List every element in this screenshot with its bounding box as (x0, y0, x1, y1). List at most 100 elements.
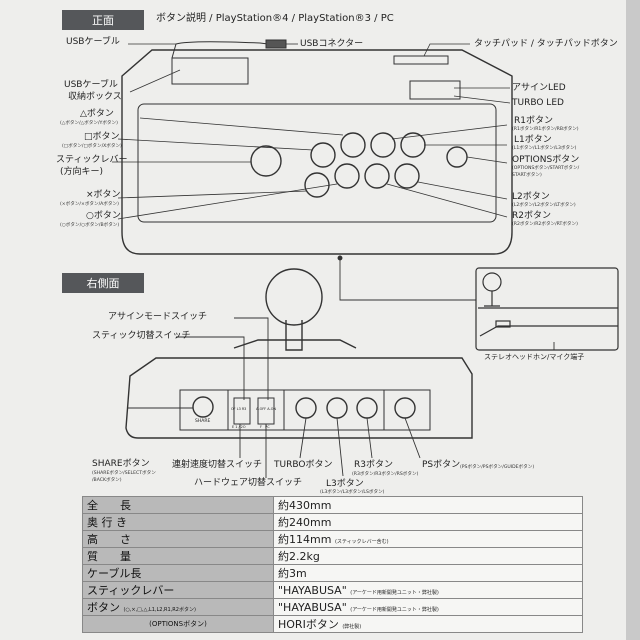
l3-sub-label: (L3ボタン/L3ボタン/LSボタン) (320, 490, 385, 495)
usb-connector-label: USBコネクター (300, 39, 364, 49)
spec-value: HORIボタン (弊社製) (273, 615, 583, 633)
headphone-inset (475, 267, 619, 351)
cable-box (171, 57, 249, 85)
spec-value-text: "HAYABUSA" (278, 583, 347, 597)
spec-label-text: ケーブル長 (87, 567, 142, 580)
touchpad-label: タッチパッド / タッチパッドボタン (474, 39, 618, 49)
hardware-switch-label: ハードウェア切替スイッチ (194, 478, 303, 488)
speed-switch-bottom-label: E 1 / 2O (232, 425, 246, 429)
share-sub-label-2: /BACKボタン) (92, 478, 122, 483)
triangle-sub-label: (△ボタン/△ボタン/Yボタン) (60, 121, 118, 126)
spec-value: 約3m (273, 564, 583, 582)
cable-box-label-2: 収納ボックス (68, 92, 122, 102)
hardware-switch-bottom-label: F PC (260, 425, 270, 429)
spec-value-text: 約240mm (278, 516, 332, 529)
square-label: □ボタン (84, 132, 120, 142)
cable-box-label-1: USBケーブル (64, 80, 118, 90)
stick-label-1: スティックレバー (56, 155, 128, 165)
l1-label: L1ボタン (514, 135, 552, 145)
table-row: 高 さ 約114mm (スティックレバー含む) (82, 530, 583, 548)
hardware-switch-top-label: A-OFF A-ON (256, 407, 276, 411)
r2-sub-label: (R2ボタン/R2ボタン/RTボタン) (512, 222, 578, 227)
ps-button (394, 397, 416, 419)
subtitle: ボタン説明 / PlayStation®4 / PlayStation®3 / … (156, 13, 394, 24)
triangle-button (340, 132, 366, 158)
l2-sub-label: (L2ボタン/L2ボタン/LTボタン) (512, 203, 576, 208)
spec-note: (弊社製) (342, 624, 362, 630)
options-sub-label-1: (OPTIONSボタン/STARTボタン/ (512, 166, 580, 171)
inset-stick-ball (482, 272, 502, 292)
spec-label-text: 奥 行 き (87, 516, 127, 529)
front-panel (137, 103, 497, 223)
spec-note: (アーケード用新開発ユニット・弊社製) (350, 606, 439, 613)
ps-sub-label: (PSボタン/PSボタン/GUIDEボタン) (460, 465, 535, 470)
stick-lever-top (250, 145, 282, 177)
options-button (446, 146, 468, 168)
turbo-label: TURBOボタン (274, 460, 333, 470)
spec-label-text: 全 長 (87, 499, 131, 512)
r1-button (370, 132, 396, 158)
front-body-outline (121, 49, 513, 255)
usb-connector (265, 39, 287, 49)
ps-label: PSボタン (422, 460, 461, 470)
side-top-deck (233, 339, 357, 349)
triangle-label: △ボタン (80, 109, 114, 119)
side-body-outline (125, 357, 473, 439)
speed-switch-top-label: OF L3 R3 (231, 407, 247, 411)
share-sub-label-1: (SHAREボタン/SELECTボタン (92, 471, 156, 476)
spec-label-text: スティックレバー (87, 584, 175, 597)
spec-label: 高 さ (82, 530, 274, 548)
spec-label-text: (OPTIONSボタン) (149, 620, 207, 628)
spec-label: ボタン (○,×,□,△,L1,L2,R1,R2ボタン) (82, 598, 274, 616)
page-edge (626, 0, 640, 640)
spec-value-text: HORIボタン (278, 618, 339, 631)
r3-label: R3ボタン (354, 460, 393, 470)
table-row: 質 量 約2.2kg (82, 547, 583, 565)
usb-cable (171, 41, 269, 59)
spec-value-text: 約430mm (278, 499, 332, 512)
spec-label: 奥 行 き (82, 513, 274, 531)
led-panel (409, 80, 461, 100)
table-row: 奥 行 き 約240mm (82, 513, 583, 531)
l2-button (394, 163, 420, 189)
spec-value: "HAYABUSA" (アーケード用新開発ユニット・弊社製) (273, 581, 583, 599)
spec-label-note: (○,×,□,△,L1,L2,R1,R2ボタン) (123, 607, 196, 613)
spec-note: (アーケード用新開発ユニット・弊社製) (350, 589, 439, 596)
side-view-tab: 右側面 (62, 273, 144, 293)
spec-value-text: 約114mm (278, 533, 332, 546)
stick-label-2: (方向キー) (60, 167, 104, 177)
spec-value: 約240mm (273, 513, 583, 531)
circle-sub-label: (○ボタン/○ボタン/Bボタン) (60, 223, 120, 228)
table-row: ケーブル長 約3m (82, 564, 583, 582)
share-panel-label: SHARE (195, 419, 211, 424)
cross-button (304, 172, 330, 198)
share-label: SHAREボタン (92, 459, 150, 469)
spec-value-text: "HAYABUSA" (278, 600, 347, 614)
options-label: OPTIONSボタン (512, 155, 580, 165)
stick-switch-label: スティック切替スイッチ (92, 331, 191, 341)
spec-label: スティックレバー (82, 581, 274, 599)
r1-sub-label: (R1ボタン/R1ボタン/RBボタン) (512, 127, 579, 132)
circle-label: ○ボタン (86, 211, 121, 221)
stick-ball (265, 268, 323, 326)
l2-label: L2ボタン (512, 192, 550, 202)
touchpad (393, 55, 449, 65)
spec-label: ケーブル長 (82, 564, 274, 582)
spec-label-text: 高 さ (87, 533, 131, 546)
spec-label-text: 質 量 (87, 550, 131, 563)
circle-button (334, 163, 360, 189)
assign-led-label: アサインLED (512, 83, 566, 93)
turbo-led-label: TURBO LED (512, 98, 564, 108)
square-sub-label: (□ボタン/□ボタン/Xボタン) (62, 144, 122, 149)
r3-sub-label: (R3ボタン/R3ボタン/RSボタン) (352, 472, 419, 477)
r2-button (364, 163, 390, 189)
l3-button (326, 397, 348, 419)
spec-value: 約430mm (273, 496, 583, 514)
speed-switch (233, 397, 251, 425)
spec-note: (スティックレバー含む) (334, 539, 389, 545)
speed-switch-label: 連射速度切替スイッチ (172, 460, 263, 470)
assign-mode-label: アサインモードスイッチ (108, 312, 208, 322)
turbo-button (295, 397, 317, 419)
side-view-tab-label: 右側面 (86, 277, 120, 290)
